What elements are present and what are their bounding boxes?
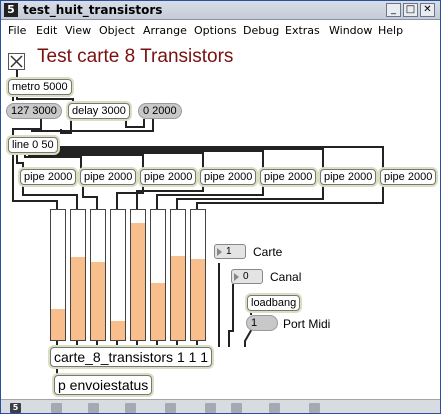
label-canal: Canal bbox=[270, 270, 302, 284]
menu-view[interactable]: View bbox=[65, 24, 92, 37]
patcher-toolbar: 5 bbox=[1, 399, 440, 413]
new-patcher-icon[interactable] bbox=[88, 403, 99, 413]
copy-icon[interactable] bbox=[269, 403, 280, 413]
inspector-icon[interactable] bbox=[125, 403, 136, 413]
slider-level bbox=[51, 308, 65, 340]
toggle-x-icon bbox=[10, 55, 23, 68]
max-app-icon: 5 bbox=[4, 3, 18, 17]
lock-icon[interactable]: 5 bbox=[10, 403, 21, 413]
clear-icon[interactable] bbox=[165, 403, 176, 413]
label-port-midi: Port Midi bbox=[283, 317, 331, 331]
carte-8-transistors-object[interactable]: carte_8_transistors 1 1 1 bbox=[50, 347, 213, 367]
menu-options[interactable]: Options bbox=[194, 24, 237, 37]
add-object-icon[interactable] bbox=[51, 403, 62, 413]
message-127-3000[interactable]: 127 3000 bbox=[6, 103, 62, 119]
loadbang-object[interactable]: loadbang bbox=[247, 295, 301, 311]
menu-extras[interactable]: Extras bbox=[285, 24, 320, 37]
minimize-button[interactable]: _ bbox=[386, 3, 401, 17]
numbox-canal[interactable]: 0 bbox=[231, 269, 263, 284]
menu-file[interactable]: File bbox=[8, 24, 27, 37]
help-icon[interactable] bbox=[309, 403, 320, 413]
slider-7[interactable] bbox=[170, 209, 186, 341]
maximize-button[interactable]: □ bbox=[403, 3, 418, 17]
slider-2[interactable] bbox=[70, 209, 86, 341]
envoiestatus-subpatch[interactable]: p envoiestatus bbox=[54, 375, 153, 395]
patch-cords bbox=[12, 70, 384, 375]
patch-title: Test carte 8 Transistors bbox=[37, 46, 234, 67]
window-title: test_huit_transistors bbox=[23, 3, 163, 17]
metro-object[interactable]: metro 5000 bbox=[8, 79, 72, 95]
menu-debug[interactable]: Debug bbox=[243, 24, 280, 37]
line-object[interactable]: line 0 50 bbox=[8, 137, 58, 153]
delay-object[interactable]: delay 3000 bbox=[68, 103, 130, 119]
menu-window[interactable]: Window bbox=[329, 24, 373, 37]
slider-level bbox=[71, 256, 85, 340]
slider-8[interactable] bbox=[190, 209, 206, 341]
label-carte: Carte bbox=[253, 245, 283, 259]
message-0-2000[interactable]: 0 2000 bbox=[138, 103, 182, 119]
slider-6[interactable] bbox=[150, 209, 166, 341]
pipe-object-7[interactable]: pipe 2000 bbox=[380, 169, 437, 185]
pipe-object-2[interactable]: pipe 2000 bbox=[80, 169, 137, 185]
numbox-canal-value: 0 bbox=[243, 271, 249, 282]
title-bar[interactable]: 5 test_huit_transistors _ □ ✕ bbox=[1, 1, 440, 20]
slider-level bbox=[131, 223, 145, 340]
window-icon[interactable] bbox=[231, 403, 242, 413]
slider-1[interactable] bbox=[50, 209, 66, 341]
message-port-midi[interactable]: 1 bbox=[246, 315, 278, 331]
pipe-object-4[interactable]: pipe 2000 bbox=[200, 169, 257, 185]
slider-level bbox=[91, 262, 105, 340]
pipe-object-1[interactable]: pipe 2000 bbox=[20, 169, 77, 185]
triangle-icon bbox=[217, 248, 222, 256]
numbox-carte-value: 1 bbox=[226, 246, 232, 257]
slider-level bbox=[151, 282, 165, 340]
slider-4[interactable] bbox=[110, 209, 126, 341]
pipe-object-5[interactable]: pipe 2000 bbox=[260, 169, 317, 185]
menu-arrange[interactable]: Arrange bbox=[143, 24, 187, 37]
slider-level bbox=[191, 259, 205, 340]
close-button[interactable]: ✕ bbox=[420, 3, 435, 17]
menu-edit[interactable]: Edit bbox=[36, 24, 58, 37]
menu-object[interactable]: Object bbox=[99, 24, 135, 37]
slider-3[interactable] bbox=[90, 209, 106, 341]
slider-level bbox=[171, 255, 185, 340]
grid-icon[interactable] bbox=[205, 403, 216, 413]
pipe-object-3[interactable]: pipe 2000 bbox=[140, 169, 197, 185]
menu-help[interactable]: Help bbox=[378, 24, 404, 37]
numbox-carte[interactable]: 1 bbox=[214, 244, 246, 259]
patch-canvas[interactable]: Test carte 8 Transistors metro 5000 127 … bbox=[1, 41, 440, 399]
pipe-object-6[interactable]: pipe 2000 bbox=[320, 169, 377, 185]
menu-bar: File Edit View Object Arrange Options De… bbox=[1, 20, 440, 41]
slider-level bbox=[111, 320, 125, 340]
toggle-checkbox[interactable] bbox=[8, 53, 25, 70]
slider-5[interactable] bbox=[130, 209, 146, 341]
triangle-icon bbox=[234, 273, 239, 281]
